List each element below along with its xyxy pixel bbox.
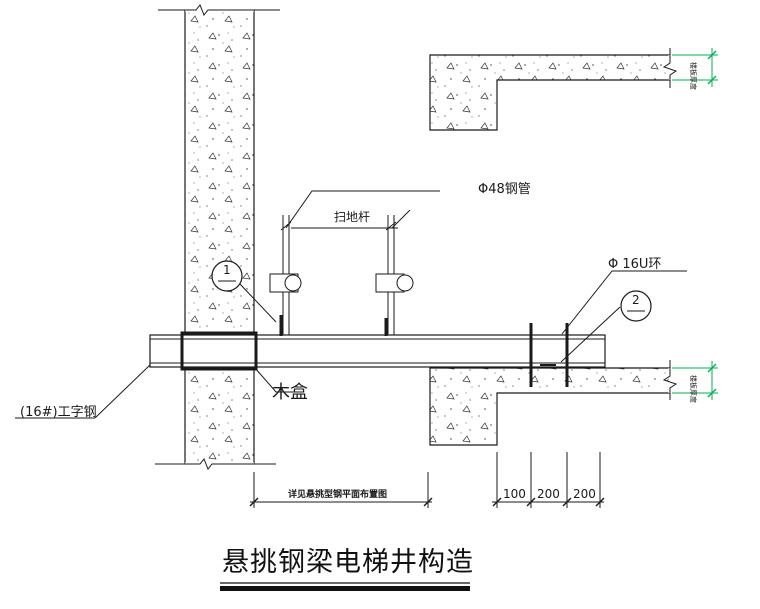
u-ring-label: Φ 16U环 (608, 257, 662, 272)
lower-floor-slab (429, 360, 678, 446)
pipe-anchor-studs (279, 315, 388, 336)
wood-box-label: 木盒 (272, 382, 308, 403)
concrete-wall (155, 4, 280, 470)
steel-pipe-label: Φ48钢管 (478, 182, 531, 197)
slab-thickness-marker-top (672, 48, 718, 87)
title-underline (220, 582, 470, 591)
sweep-bar (269, 273, 414, 293)
plan-reference-label: 详见悬挑型钢平面布置图 (288, 490, 388, 500)
i-beam-label: (16#)工字钢 (20, 405, 97, 420)
sweep-bar-label: 扫地杆 (334, 210, 371, 224)
dimension-value: 200 (573, 487, 596, 501)
spacing-dimension (492, 452, 605, 508)
slab-thickness-label-top: 楼板厚度 (689, 62, 697, 90)
plan-reference-dimension (249, 472, 433, 508)
u-ring-anchors (529, 323, 569, 387)
dimension-value: 100 (503, 487, 526, 501)
slab-thickness-label-bottom: 楼板厚度 (689, 375, 697, 403)
dimension-value: 200 (537, 487, 560, 501)
slab-thickness-marker-bottom (672, 361, 718, 400)
callout-circle-2 (620, 290, 652, 322)
callout-number-2: 2 (632, 293, 640, 307)
drawing-title: 悬挑钢梁电梯井构造 (222, 547, 474, 578)
callout-circle-1 (211, 260, 243, 292)
wood-box (180, 331, 258, 371)
leader-lines (15, 190, 687, 419)
callout-number-1: 1 (223, 263, 231, 277)
upper-floor-slab (429, 48, 678, 131)
i-beam (149, 334, 606, 368)
